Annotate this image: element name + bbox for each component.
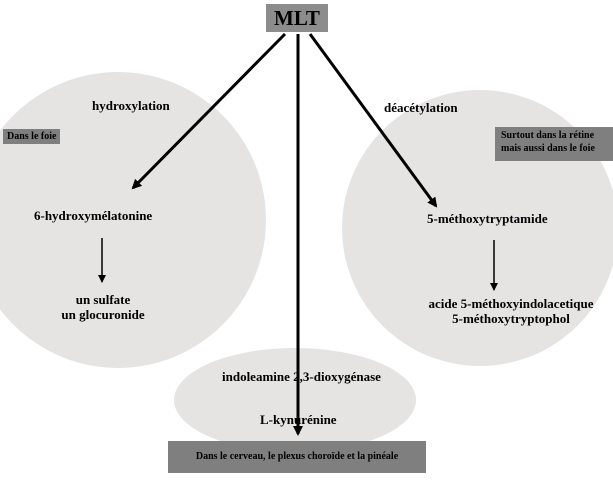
retina-location-line2: mais aussi dans le foie	[501, 143, 595, 154]
brain-location-box: Dans le cerveau, le plexus choroïde et l…	[168, 441, 426, 473]
retina-location-line1: Surtout dans la rétine	[501, 130, 595, 141]
methoxyindolacetic-label: acide 5-méthoxyindolacetique	[428, 296, 594, 311]
arrow-mlt-to-methoxytryptamide	[308, 33, 438, 208]
mlt-node: MLT	[266, 4, 328, 32]
dioxygenase-label: indoleamine 2,3-dioxygénase	[222, 369, 381, 384]
methoxytryptophol-label: 5-méthoxytryptophol	[452, 311, 570, 326]
retina-location-box: Surtout dans la rétine mais aussi dans l…	[495, 127, 613, 161]
glucuronide-label: un glocuronide	[61, 307, 145, 322]
bottom-region	[174, 348, 416, 452]
liver-location-box: Dans le foie	[3, 129, 61, 144]
conjugates-label: un sulfate un glocuronide	[61, 292, 144, 322]
methoxytryptamide-label: 5-méthoxytryptamide	[427, 211, 548, 226]
metabolites-label: acide 5-méthoxyindolacetique 5-méthoxytr…	[428, 296, 593, 326]
kynurenine-label: L-kynurénine	[260, 412, 337, 427]
sulfate-label: un sulfate	[75, 292, 131, 307]
arrow-mlt-to-hydroxy	[131, 32, 287, 190]
hydroxymelatonine-label: 6-hydroxymélatonine	[34, 208, 153, 223]
left-region	[0, 72, 266, 368]
hydroxylation-label: hydroxylation	[92, 98, 170, 113]
deacetylation-label: déacétylation	[384, 100, 458, 115]
